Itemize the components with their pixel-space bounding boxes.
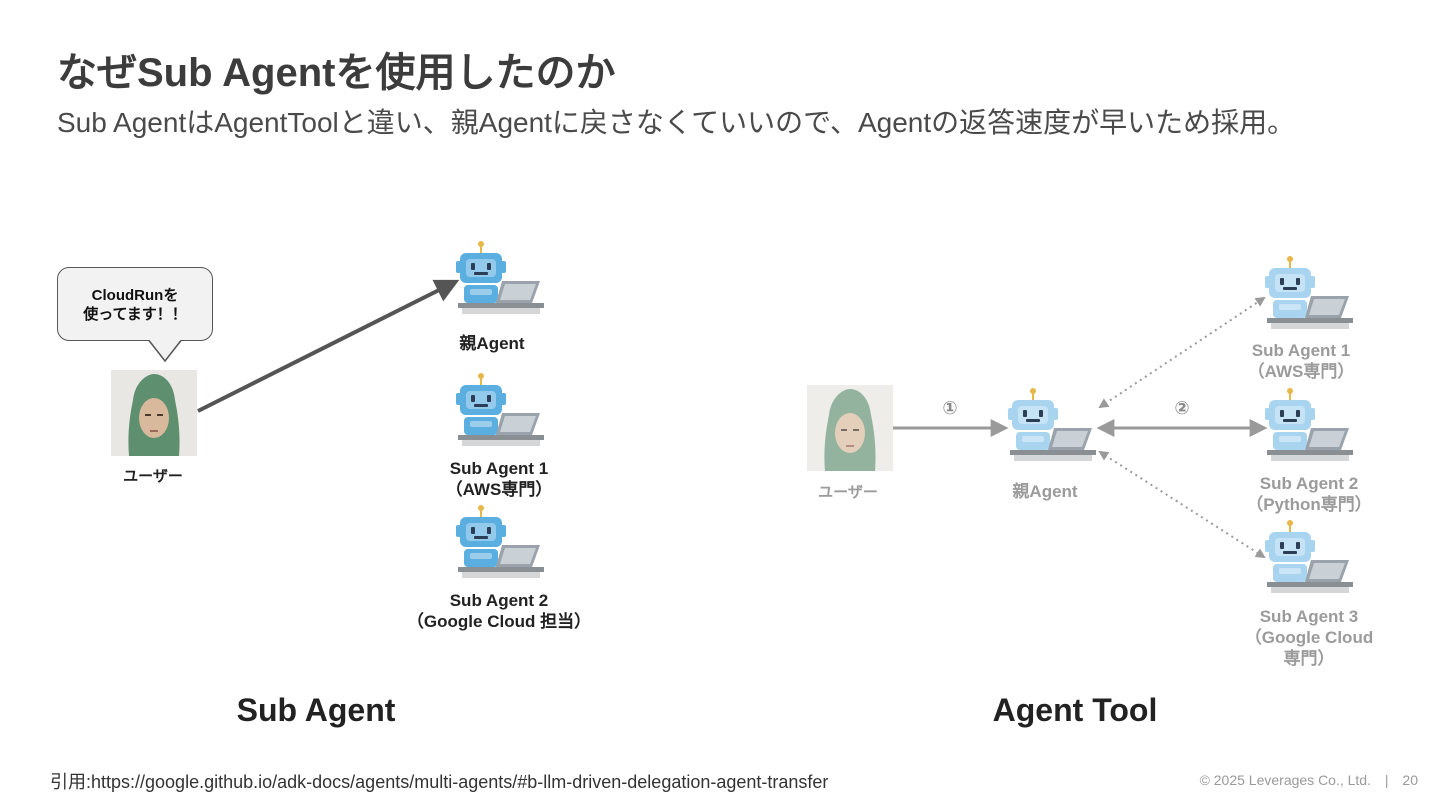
left-sub2-robot-icon [456,505,546,585]
left-parent-robot-icon [456,241,546,321]
sub-agent-section-title: Sub Agent [237,692,396,729]
speech-bubble: CloudRunを 使ってます！！ [57,267,213,341]
page-number: 20 [1402,772,1418,788]
left-sub1-label: Sub Agent 1 （AWS専門） [446,458,553,500]
step-1-marker: ① [942,398,957,419]
right-sub3-robot-icon [1265,520,1355,600]
left-user-avatar [111,370,197,456]
footer-separator: | [1385,772,1389,788]
right-user-label: ユーザー [818,482,878,503]
speech-bubble-tail [147,339,187,363]
agent-tool-section-title: Agent Tool [993,692,1158,729]
step-2-marker: ② [1174,398,1189,419]
speech-bubble-text: CloudRunを 使ってます！！ [58,286,212,324]
citation-link[interactable]: 引用:https://google.github.io/adk-docs/age… [50,768,828,794]
footer: © 2025 Leverages Co., Ltd. | 20 [1200,772,1418,788]
right-parent-sub1-arrow [1100,298,1264,407]
right-sub1-label: Sub Agent 1 （AWS専門） [1248,340,1355,382]
left-sub1-robot-icon [456,373,546,453]
right-parent-sub3-arrow [1100,452,1264,557]
left-sub2-label: Sub Agent 2 （Google Cloud 担当） [407,590,591,632]
left-parent-label: 親Agent [459,333,524,354]
right-parent-label: 親Agent [1012,481,1077,502]
right-sub2-label: Sub Agent 2 （Python専門） [1246,473,1372,515]
left-user-to-parent-arrow [198,282,455,411]
right-sub2-robot-icon [1265,388,1355,468]
left-user-label: ユーザー [123,466,183,487]
right-user-avatar [807,385,893,471]
right-parent-robot-icon [1008,388,1098,468]
right-sub3-label: Sub Agent 3 （Google Cloud専門） [1244,606,1375,669]
right-sub1-robot-icon [1265,256,1355,336]
copyright-text: © 2025 Leverages Co., Ltd. [1200,772,1371,788]
